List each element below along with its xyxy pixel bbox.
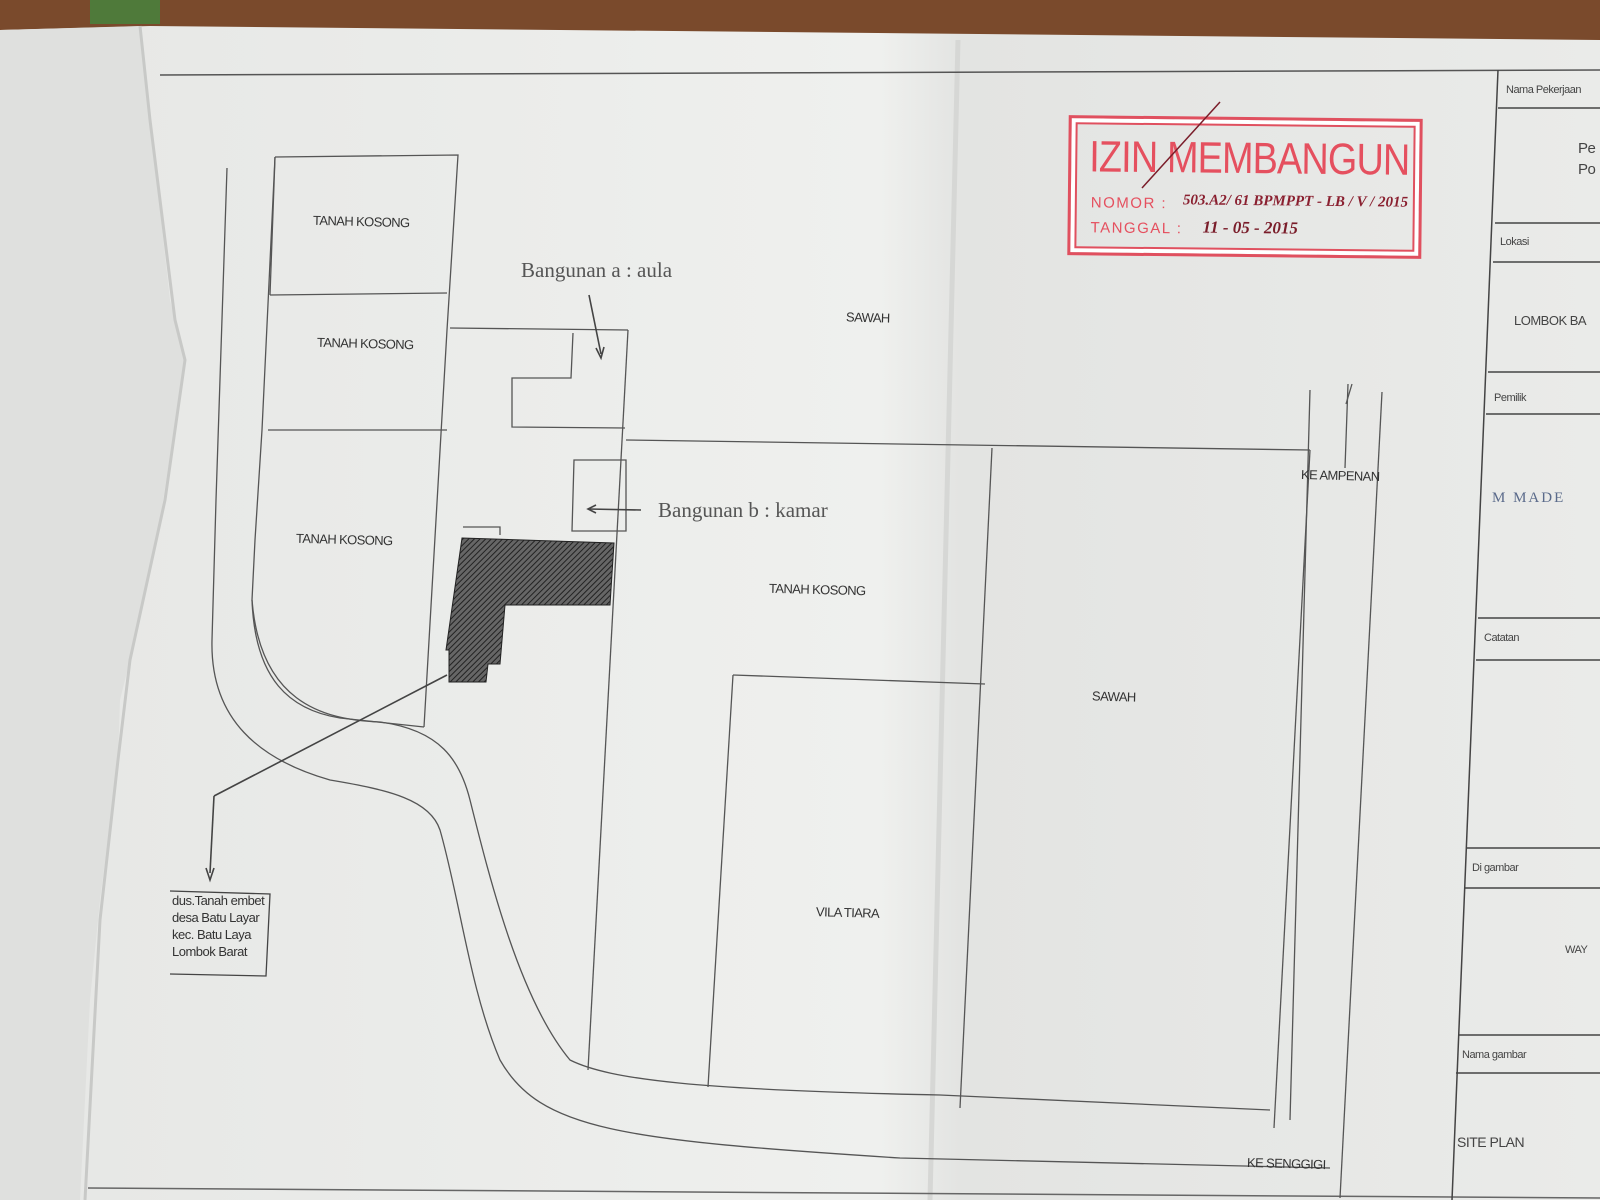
label-tanah-kosong: TANAH KOSONG [312, 212, 410, 231]
building-outlines [463, 332, 627, 535]
tb-lokasi-label: Lokasi [1500, 236, 1529, 248]
label-vila-tiara: VILA TIARA [815, 904, 880, 921]
existing-building [445, 537, 615, 683]
tb-nama-pekerjaan-value: Pe Po [1578, 140, 1596, 178]
tb-digambar-value: WAY [1565, 944, 1588, 956]
tb-pemilik-label: Pemilik [1494, 392, 1526, 404]
label-tanah-kosong: TANAH KOSONG [768, 580, 866, 599]
label-tanah-kosong: TANAH KOSONG [295, 530, 393, 549]
site-boundary [449, 327, 1311, 1129]
stamp-tanggal-value: 11 - 05 - 2015 [1202, 217, 1299, 238]
label-sawah: SAWAH [845, 309, 890, 326]
label-sawah: SAWAH [1091, 688, 1136, 705]
tb-catatan-label: Catatan [1484, 632, 1520, 644]
annotation-bangunan-a: Bangunan a : aula [521, 258, 673, 282]
label-tanah-kosong: TANAH KOSONG [316, 334, 414, 353]
location-note-line: desa Batu Layar [172, 910, 260, 925]
paper-sheet [0, 26, 1600, 1200]
annotation-bangunan-b: Bangunan b : kamar [658, 498, 828, 522]
permit-stamp: IZIN MEMBANGUN NOMOR : 503.A2/ 61 BPMPPT… [1067, 115, 1423, 259]
location-note: dus.Tanah embet desa Batu Layar kec. Bat… [172, 892, 272, 960]
location-note-box [169, 890, 271, 977]
location-note-line: dus.Tanah embet [172, 893, 265, 908]
tb-digambar-label: Di gambar [1472, 862, 1519, 874]
label-ke-ampenan: KE AMPENAN [1300, 466, 1380, 485]
leader-arrows [205, 294, 642, 883]
stamp-nomor-value: 503.A2/ 61 BPMPPT - LB / V / 2015 [1182, 192, 1409, 211]
tb-nama-pekerjaan-label: Nama Pekerjaan [1506, 84, 1581, 96]
stamp-title: IZIN MEMBANGUN [1089, 132, 1410, 185]
stamp-nomor-label: NOMOR : [1090, 194, 1168, 213]
label-ke-senggigi: KE SENGGIGI [1246, 1154, 1326, 1173]
tb-nama-gambar-label: Nama gambar [1462, 1049, 1527, 1061]
title-block-frame [1451, 69, 1600, 1200]
tb-nama-gambar-value: SITE PLAN [1457, 1134, 1525, 1150]
stamp-tanggal-label: TANGGAL : [1090, 219, 1183, 238]
location-note-line: kec. Batu Laya [172, 927, 252, 942]
tb-pemilik-value: M MADE [1492, 490, 1566, 506]
tb-lokasi-value: LOMBOK BA [1514, 313, 1587, 328]
location-note-line: Lombok Barat [172, 944, 247, 959]
